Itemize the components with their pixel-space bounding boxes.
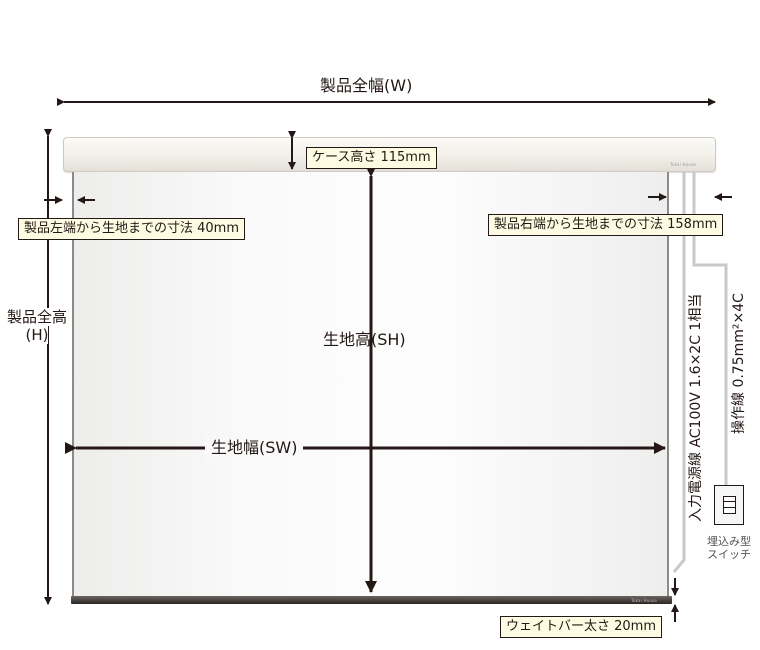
- power-cable-label: 入力電源線 AC100V 1.6×2C 1相当: [688, 293, 704, 522]
- left-offset-tag: 製品左端から生地までの寸法 40mm: [18, 218, 246, 240]
- bar-brand-logo: Tokai House: [631, 598, 658, 603]
- control-cable-label: 操作線 0.75mm²×4C: [731, 293, 747, 434]
- switch-label: 埋込み型 スイッチ: [704, 535, 754, 561]
- product-height-label-line1: 製品全高: [4, 308, 70, 326]
- right-offset-tag: 製品右端から生地までの寸法 158mm: [488, 214, 724, 236]
- fabric-width-label: 生地幅(SW): [205, 439, 304, 457]
- weight-bar: Tokai House: [71, 596, 672, 604]
- weight-bar-tag: ウェイトバー太さ 20mm: [500, 616, 663, 638]
- fabric-height-label: 生地高(SH): [323, 330, 406, 349]
- power-cable: [672, 172, 686, 573]
- case-height-tag: ケース高さ 115mm: [306, 147, 437, 169]
- case-brand-logo: Tokai House: [670, 162, 697, 167]
- product-height-label: 製品全高 (H): [4, 308, 70, 344]
- switch-label-line2: スイッチ: [707, 548, 751, 561]
- product-width-label: 製品全幅(W): [320, 76, 413, 95]
- switch-rocker-icon: [723, 496, 736, 514]
- product-height-label-line2: (H): [25, 326, 49, 344]
- switch-label-line1: 埋込み型: [707, 535, 751, 548]
- wall-switch: [714, 485, 744, 525]
